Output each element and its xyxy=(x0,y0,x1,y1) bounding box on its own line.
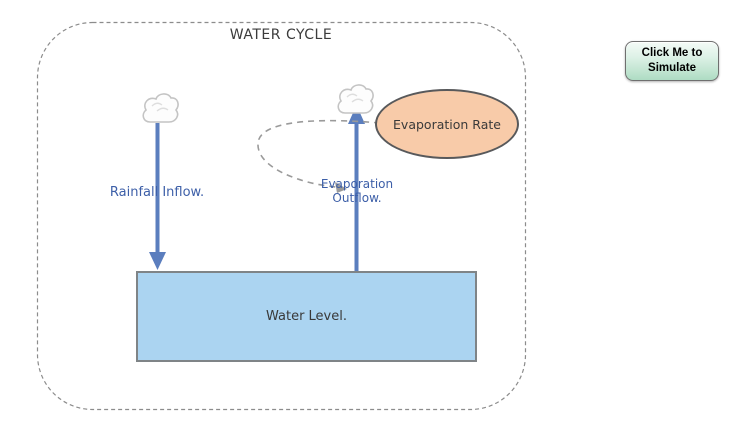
evaporation-flow-label[interactable]: Evaporation Outflow. xyxy=(320,177,394,206)
water-level-stock-label: Water Level. xyxy=(265,309,347,324)
rainfall-flow-label[interactable]: Rainfall Inflow. xyxy=(109,185,205,200)
model-frame xyxy=(36,21,527,411)
cloud-icon[interactable] xyxy=(142,93,179,123)
evaporation-rate-variable[interactable]: Evaporation Rate xyxy=(375,89,519,159)
evaporation-rate-label: Evaporation Rate xyxy=(393,116,501,132)
influence-link-connector[interactable] xyxy=(257,119,381,193)
rainfall-flow-arrow[interactable] xyxy=(149,123,166,270)
arrowhead-up-icon xyxy=(348,105,365,124)
arrowhead-down-icon xyxy=(149,252,166,270)
diagram-title: WATER CYCLE xyxy=(229,27,333,43)
water-level-stock[interactable]: Water Level. xyxy=(136,271,477,362)
cloud-icon[interactable] xyxy=(337,84,374,114)
simulate-button[interactable]: Click Me to Simulate xyxy=(625,41,719,81)
link-arrowhead-icon xyxy=(335,182,347,193)
evaporation-flow-arrow[interactable] xyxy=(348,105,365,271)
